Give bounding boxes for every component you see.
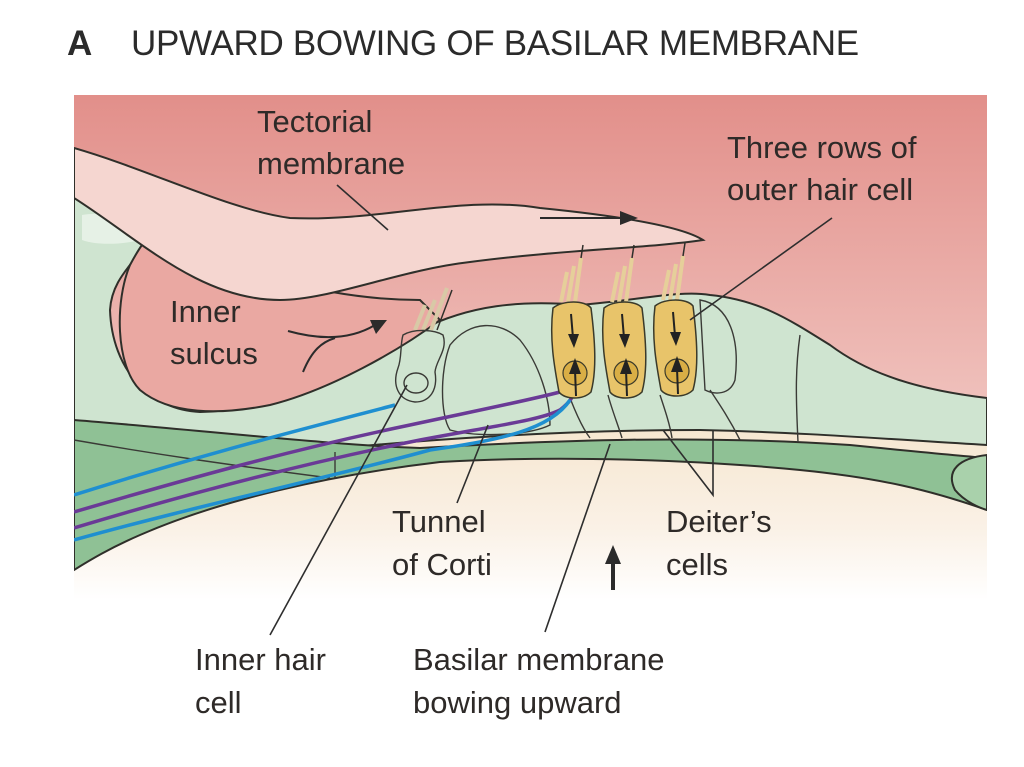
- deiters-cell-line: [607, 394, 623, 439]
- leader-basilar: [544, 443, 611, 633]
- outer-hair-cell: [601, 244, 647, 399]
- phalangeal-cell: [699, 299, 737, 394]
- supporting-cells: [74, 196, 987, 487]
- tunnel-of-corti: [441, 324, 551, 436]
- stereocilium: [566, 265, 576, 303]
- inner-hair-cell: [395, 287, 453, 403]
- leader-inner-hair-cell: [269, 384, 408, 636]
- deiters-cell-line: [659, 394, 673, 439]
- label-tectorial-membrane: Tectorial membrane: [257, 104, 405, 181]
- tip-link: [682, 242, 686, 257]
- outer-hair-cells: [550, 242, 698, 399]
- label-basilar-membrane: Basilar membrane bowing upward: [413, 642, 673, 720]
- nerve-fibers: [74, 390, 574, 542]
- label-outer-hair-cells: Three rows of outer hair cell: [727, 130, 925, 207]
- tip-link: [580, 244, 584, 259]
- outer-hair-cell: [652, 242, 698, 397]
- arrow-head: [569, 358, 581, 374]
- elongation-arrow: [574, 369, 577, 397]
- stereocilium: [624, 257, 634, 303]
- stereocilium: [675, 255, 685, 301]
- deiters-cell-line: [709, 389, 741, 441]
- leader-tectorial: [336, 184, 389, 231]
- tip-link: [631, 244, 635, 259]
- arrow-head: [671, 356, 683, 372]
- figure-title-text: UPWARD BOWING OF BASILAR MEMBRANE: [131, 24, 859, 63]
- leader-deiters: [662, 429, 714, 498]
- label-inner-sulcus: Inner sulcus: [170, 294, 258, 371]
- arrow-head: [620, 358, 632, 374]
- outer-hair-cell: [550, 244, 596, 399]
- panel-letter: A: [67, 24, 93, 63]
- stereocilium: [573, 257, 583, 303]
- highlight: [82, 213, 140, 244]
- stereocilium: [661, 269, 671, 301]
- label-tunnel-of-corti: Tunnel of Corti: [392, 504, 494, 582]
- tectorial-motion-arrow: [540, 211, 638, 225]
- elongation-arrow: [625, 369, 628, 397]
- label-deiters-cells: Deiter’s cells: [666, 504, 780, 582]
- stereocilium: [559, 271, 569, 303]
- label-inner-hair-cell: Inner hair cell: [195, 642, 335, 720]
- tectorial-membrane: [74, 146, 706, 302]
- leader-outer-hair-cell: [689, 217, 833, 321]
- leader-tunnel: [456, 424, 489, 504]
- stereocilium: [617, 265, 627, 303]
- upward-bowing-arrow: [605, 545, 621, 590]
- spiral-ligament: [950, 453, 987, 512]
- elongation-arrow: [676, 367, 679, 395]
- basilar-membrane: [74, 418, 987, 572]
- inner-sulcus-arrow: [287, 320, 387, 373]
- stereocilium: [668, 263, 678, 301]
- arrow-head: [670, 332, 681, 346]
- stereocilium: [610, 271, 620, 303]
- figure-title: A UPWARD BOWING OF BASILAR MEMBRANE: [67, 22, 859, 66]
- arrow-head: [568, 334, 579, 348]
- arrow-head: [619, 334, 630, 348]
- hensen-cell-line: [795, 334, 801, 443]
